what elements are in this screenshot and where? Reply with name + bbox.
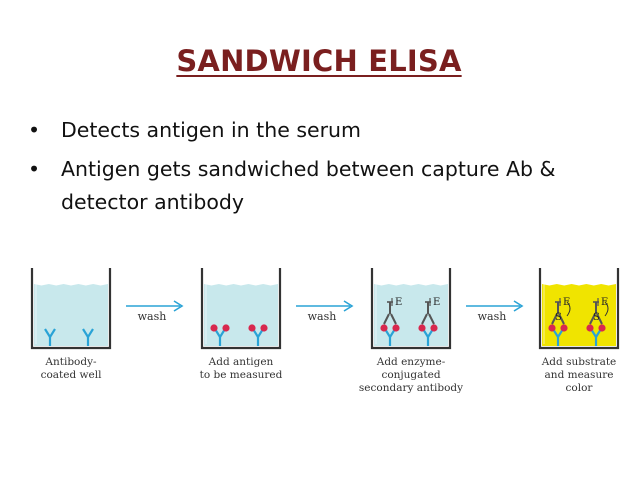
reaction-arrow bbox=[566, 301, 571, 317]
bullet-item: • Detects antigen in the serum bbox=[28, 114, 618, 147]
well-liquid bbox=[374, 284, 448, 346]
antigen-dot bbox=[548, 324, 556, 332]
antibody-arm bbox=[87, 328, 94, 338]
bullet-dot: • bbox=[28, 157, 41, 181]
antigen-dot bbox=[418, 324, 426, 332]
wash-arrow: wash bbox=[296, 300, 354, 323]
step-caption: Add antigen bbox=[208, 356, 274, 368]
bullet-list: • Detects antigen in the serum • Antigen… bbox=[28, 114, 618, 225]
antibody-icon bbox=[82, 328, 94, 346]
step-caption: secondary antibody bbox=[359, 382, 463, 394]
antibody-arm bbox=[428, 313, 435, 325]
step-caption: Add substrate bbox=[541, 356, 617, 368]
arrow-head bbox=[173, 300, 184, 312]
antibody-arm bbox=[551, 313, 558, 325]
well-outline bbox=[30, 268, 112, 350]
antibody-arm bbox=[421, 313, 428, 325]
well-outline bbox=[370, 268, 452, 350]
wash-label: wash bbox=[308, 310, 337, 323]
arrow-head bbox=[343, 300, 354, 312]
step-caption: Antibody- bbox=[44, 356, 97, 368]
substrate-label: S bbox=[593, 312, 600, 323]
wash-arrow: wash bbox=[466, 300, 524, 323]
antigen-dot bbox=[392, 324, 400, 332]
arrow-head bbox=[513, 300, 524, 312]
well-outline bbox=[538, 268, 620, 350]
step-caption: and measure bbox=[545, 369, 614, 381]
enzyme-label: E bbox=[601, 297, 608, 308]
antigen-dot bbox=[598, 324, 606, 332]
well-liquid bbox=[542, 284, 616, 346]
slide-title: SANDWICH ELISA bbox=[176, 44, 462, 78]
bullet-text: Antigen gets sandwiched between capture … bbox=[61, 157, 556, 214]
antigen-dot bbox=[248, 324, 256, 332]
step-caption: conjugated bbox=[381, 369, 440, 381]
step-caption: color bbox=[566, 382, 594, 394]
enzyme-label: E bbox=[563, 297, 570, 308]
antigen-dot bbox=[380, 324, 388, 332]
well-liquid bbox=[34, 284, 108, 346]
antibody-arm bbox=[49, 328, 56, 338]
step-caption: to be measured bbox=[200, 369, 283, 381]
antigen-dot bbox=[222, 324, 230, 332]
step-caption: Add enzyme- bbox=[376, 356, 446, 368]
antibody-arm bbox=[82, 328, 89, 338]
wash-arrow: wash bbox=[126, 300, 184, 323]
antigen-dot bbox=[210, 324, 218, 332]
antibody-arm bbox=[44, 328, 51, 338]
antibody-arm bbox=[596, 313, 603, 325]
wash-label: wash bbox=[138, 310, 167, 323]
antigen-dot bbox=[260, 324, 268, 332]
antigen-dot bbox=[586, 324, 594, 332]
secondary-antibody-icon: ES bbox=[551, 297, 571, 325]
enzyme-label: E bbox=[433, 297, 440, 308]
antigen-dot bbox=[560, 324, 568, 332]
well-step-2 bbox=[200, 268, 282, 350]
substrate-label: S bbox=[555, 312, 562, 323]
wash-label: wash bbox=[478, 310, 507, 323]
antigen-dot bbox=[430, 324, 438, 332]
antibody-arm bbox=[390, 313, 397, 325]
antibody-arm bbox=[558, 313, 565, 325]
secondary-antibody-icon: E bbox=[383, 297, 402, 325]
antibody-icon bbox=[44, 328, 56, 346]
antibody-arm bbox=[589, 313, 596, 325]
well-step-1 bbox=[30, 268, 112, 350]
reaction-arrow bbox=[604, 301, 609, 317]
well-outline bbox=[200, 268, 282, 350]
bullet-item: • Antigen gets sandwiched between captur… bbox=[28, 153, 618, 219]
bullet-dot: • bbox=[28, 118, 41, 142]
secondary-antibody-icon: E bbox=[421, 297, 440, 325]
antibody-arm bbox=[383, 313, 390, 325]
well-liquid bbox=[204, 284, 278, 346]
bullet-text: Detects antigen in the serum bbox=[61, 118, 362, 142]
step-caption: coated well bbox=[41, 369, 103, 381]
enzyme-label: E bbox=[395, 297, 402, 308]
secondary-antibody-icon: ES bbox=[589, 297, 609, 325]
